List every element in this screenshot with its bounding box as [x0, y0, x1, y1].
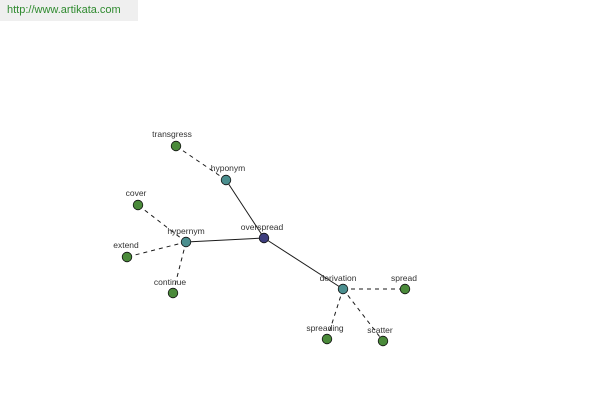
- node-label-continue: continue: [154, 277, 186, 287]
- node-extend[interactable]: [121, 251, 133, 263]
- node-label-spread: spread: [391, 273, 417, 283]
- node-cover[interactable]: [132, 199, 144, 211]
- edge-overspread-derivation: [263, 237, 344, 290]
- node-label-extend: extend: [113, 240, 139, 250]
- edge-derivation-scatter: [342, 288, 384, 342]
- edge-overspread-hyponym: [225, 179, 265, 239]
- node-label-derivation: derivation: [320, 273, 357, 283]
- edge-hypernym-extend: [126, 241, 187, 258]
- node-label-transgress: transgress: [152, 129, 192, 139]
- edge-hypernym-cover: [137, 204, 187, 243]
- graph-labels: overspread hyponym hypernym derivation trans…: [113, 129, 417, 335]
- edge-hyponym-transgress: [175, 145, 227, 181]
- node-scatter[interactable]: [377, 335, 389, 347]
- edge-derivation-spreading: [326, 288, 344, 340]
- node-label-hyponym: hyponym: [211, 163, 246, 173]
- edge-hypernym-continue: [172, 241, 187, 294]
- node-transgress[interactable]: [170, 140, 182, 152]
- node-derivation[interactable]: [337, 283, 349, 295]
- node-label-spreading: spreading: [306, 323, 344, 333]
- graph-nodes: [121, 140, 411, 347]
- graph-edges: [126, 145, 405, 342]
- node-spreading[interactable]: [321, 333, 333, 345]
- edge-overspread-hypernym: [185, 237, 265, 243]
- node-hyponym[interactable]: [220, 174, 232, 186]
- node-label-overspread: overspread: [241, 222, 284, 232]
- node-spread[interactable]: [399, 283, 411, 295]
- url-bar: http://www.artikata.com: [0, 0, 138, 21]
- node-continue[interactable]: [167, 287, 179, 299]
- node-label-scatter: scatter: [367, 325, 393, 335]
- site-url-link[interactable]: http://www.artikata.com: [7, 4, 121, 16]
- node-hypernym[interactable]: [180, 236, 192, 248]
- node-label-hypernym: hypernym: [167, 226, 204, 236]
- node-overspread[interactable]: [258, 232, 270, 244]
- node-label-cover: cover: [126, 188, 147, 198]
